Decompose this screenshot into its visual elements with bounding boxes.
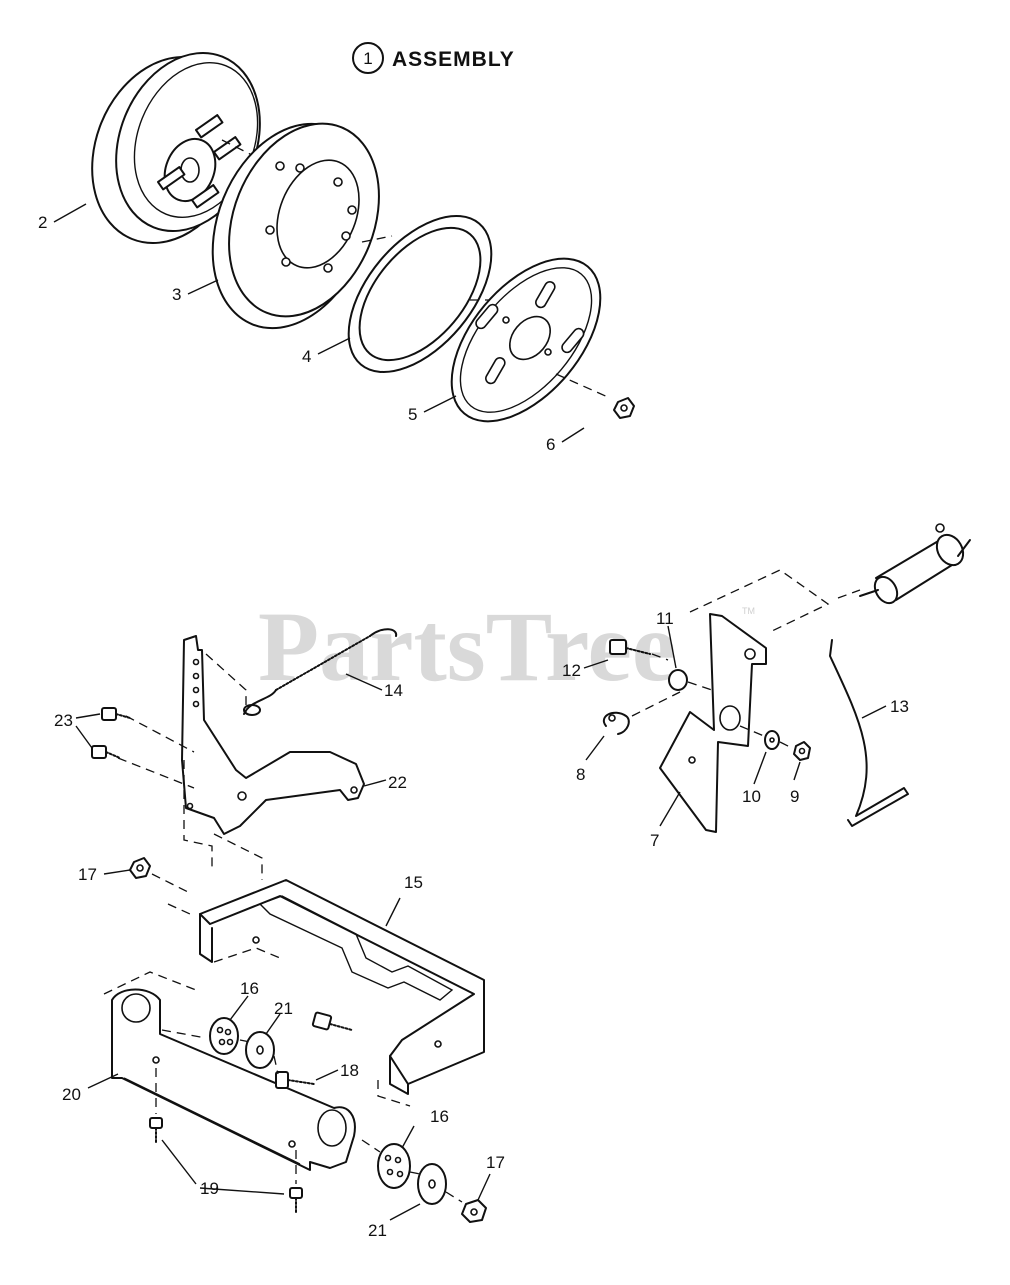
watermark-trademark: TM [742,606,755,616]
watermark-text: PartsTree [258,591,676,702]
callout-16-right: 16 [430,1107,449,1126]
assembly-label: ASSEMBLY [392,48,515,71]
part-13-rod [829,639,909,827]
part-18-bolts [275,1011,353,1089]
part-21-washer-left [245,1031,275,1069]
callout-15: 15 [404,873,423,892]
assembly-title: 1 ASSEMBLY [352,42,515,74]
callout-14: 14 [384,681,403,700]
callout-23: 23 [54,711,73,730]
rod-cylinder [859,523,971,605]
callout-19: 19 [200,1179,219,1198]
callout-20: 20 [62,1085,81,1104]
callout-9: 9 [790,787,799,806]
part-21-washer-right [417,1163,447,1205]
part-9-nut [793,741,811,761]
part-20-frame [111,988,356,1171]
callout-7: 7 [650,831,659,850]
part-4-disc [347,214,493,374]
callout-2: 2 [38,213,47,232]
callout-16-left: 16 [240,979,259,998]
callout-17-lower: 17 [486,1153,505,1172]
callout-13: 13 [890,697,909,716]
callout-10: 10 [742,787,761,806]
part-7-bracket [659,613,767,833]
part-5-plate [450,257,602,423]
callout-4: 4 [302,347,311,366]
callout-21-lower: 21 [368,1221,387,1240]
assembly-number: 1 [363,49,372,68]
part-2-hub [91,51,261,245]
callout-3: 3 [172,285,181,304]
part-11-spacer [668,669,688,691]
part-8-clip [603,711,630,735]
callout-18: 18 [340,1061,359,1080]
part-10-washer [764,730,780,750]
part-16-bushing-left [209,1017,239,1055]
callout-8: 8 [576,765,585,784]
callout-21-upper: 21 [274,999,293,1018]
part-22-lever [181,635,365,835]
part-23-bolts [91,707,131,759]
callout-6: 6 [546,435,555,454]
part-14-spring [243,628,398,716]
assembly-number-circle [352,42,384,74]
part-3-drum [211,122,380,330]
callouts: 2 3 4 5 6 7 8 9 10 11 12 13 14 15 16 16 … [38,213,909,1240]
part-17-nut-upper [129,857,151,879]
callout-12: 12 [562,661,581,680]
callout-17-upper: 17 [78,865,97,884]
callout-11: 11 [656,609,674,628]
part-16-bushing-right [377,1143,411,1189]
part-15-shift-plate [199,879,485,1095]
part-17-nut-lower [461,1199,487,1223]
part-12-bolt [609,639,651,655]
callout-5: 5 [408,405,417,424]
leader-lines [53,203,887,1221]
callout-22: 22 [388,773,407,792]
part-19-screws [149,1117,303,1215]
part-6-nut [613,397,635,419]
